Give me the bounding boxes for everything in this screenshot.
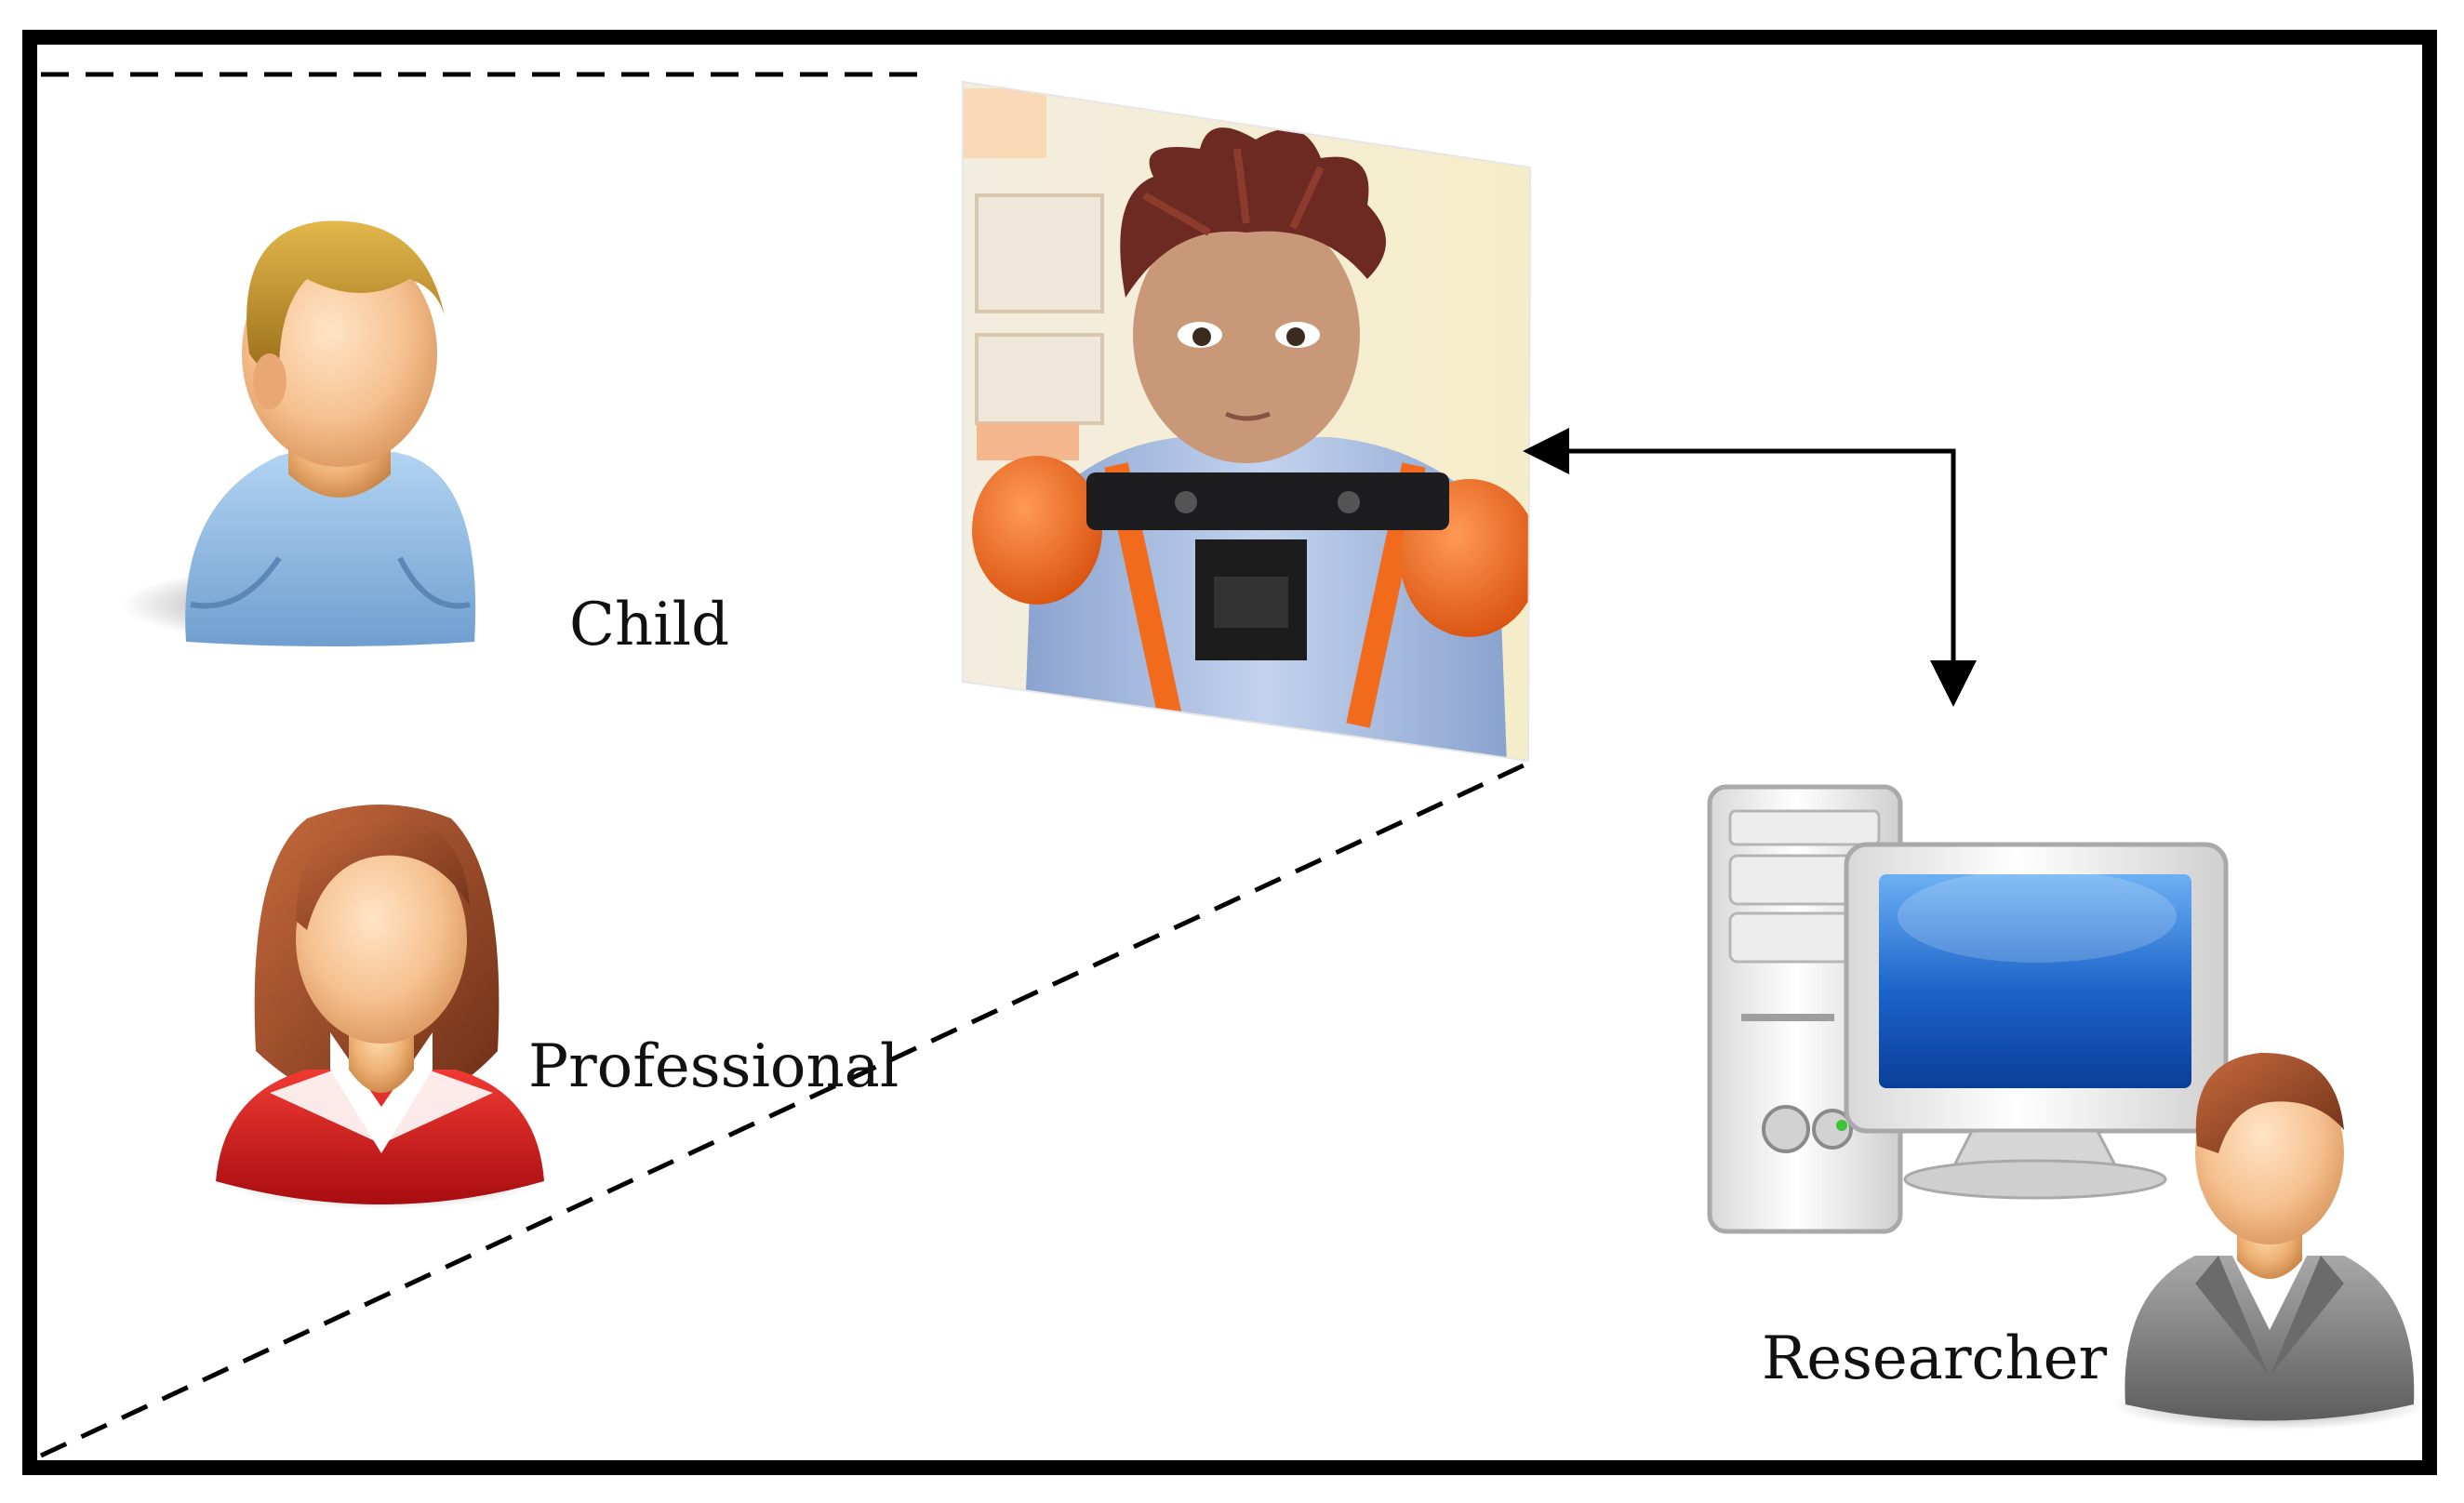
- female-professional-user-icon: [216, 805, 544, 1209]
- child-user-icon: [121, 220, 476, 646]
- professional-label: Professional: [528, 1032, 899, 1101]
- robot-researcher-connection-arrow: [1523, 428, 1977, 707]
- child-label: Child: [569, 591, 729, 659]
- view-boundary-diagonal-dashed-line: [39, 762, 1527, 1458]
- humanoid-robot-photo: [962, 80, 1532, 763]
- researcher-user-icon: [2111, 1052, 2428, 1430]
- desktop-computer-icon: [1707, 784, 2229, 1234]
- researcher-label: Researcher: [1762, 1324, 2107, 1393]
